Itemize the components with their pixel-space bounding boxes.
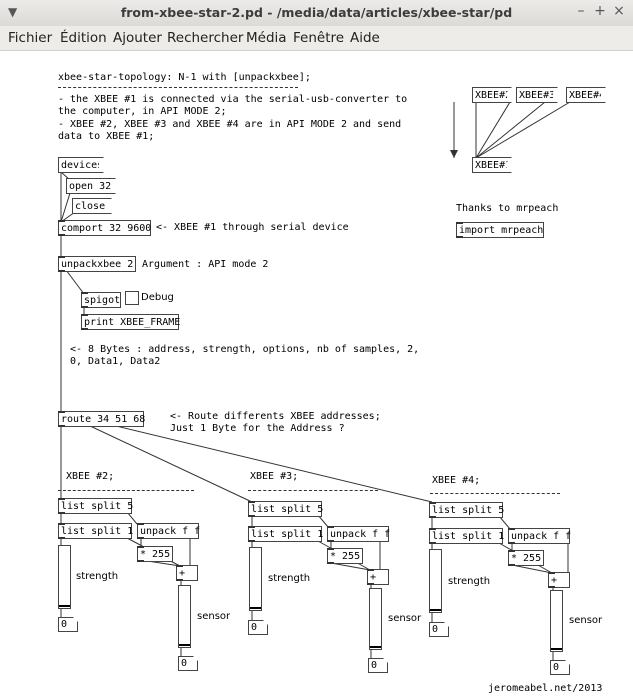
strength-slider[interactable] bbox=[429, 549, 442, 613]
strength-number[interactable]: 0 bbox=[58, 617, 78, 632]
strength-slider[interactable] bbox=[58, 545, 71, 609]
comport-object[interactable]: comport 32 9600 bbox=[58, 220, 151, 236]
list-split-1-object[interactable]: list split 1 bbox=[58, 523, 133, 539]
sensor-label: sensor bbox=[197, 611, 231, 622]
route-object[interactable]: route 34 51 68 bbox=[58, 411, 145, 427]
sensor-slider[interactable] bbox=[550, 590, 563, 652]
mul-255-object[interactable]: * 255 bbox=[327, 548, 363, 564]
minimize-button[interactable]: – bbox=[577, 3, 585, 19]
label-xbee3: XBEE #3; bbox=[250, 471, 299, 482]
maximize-button[interactable]: + bbox=[594, 3, 606, 19]
sensor-number[interactable]: 0 bbox=[178, 656, 198, 671]
mul-255-object[interactable]: * 255 bbox=[137, 546, 173, 562]
list-split-5-object[interactable]: list split 5 bbox=[248, 501, 323, 517]
strength-label: strength bbox=[448, 576, 491, 587]
strength-label: strength bbox=[268, 573, 311, 584]
debug-label: Debug bbox=[141, 292, 174, 303]
menu-bar: Fichier Édition Ajouter Rechercher Média… bbox=[0, 26, 633, 51]
open-message[interactable]: open 32 bbox=[66, 178, 116, 194]
unpackxbee-object[interactable]: unpackxbee 2 bbox=[58, 256, 136, 272]
comment-bytes-1: <- 8 Bytes : address, strength, options,… bbox=[70, 344, 420, 355]
menu-edition[interactable]: Édition bbox=[60, 30, 107, 46]
comment-route-1: <- Route differents XBEE addresses; bbox=[170, 411, 381, 422]
comment-desc-2: the computer, in API MODE 2; bbox=[58, 106, 227, 117]
label-xbee2: XBEE #2; bbox=[66, 471, 115, 482]
strength-label: strength bbox=[76, 571, 119, 582]
divider-xbee4 bbox=[430, 493, 560, 494]
plus-object[interactable]: + bbox=[176, 565, 198, 581]
comment-credit: jeromeabel.net/2013 bbox=[488, 683, 603, 694]
list-split-5-object[interactable]: list split 5 bbox=[429, 502, 504, 518]
comment-divider bbox=[58, 87, 298, 88]
comment-route-2: Just 1 Byte for the Address ? bbox=[170, 423, 345, 434]
node-xbee4[interactable]: XBEE#4 bbox=[566, 87, 606, 103]
comment-header: xbee-star-topology: N-1 with [unpackxbee… bbox=[58, 72, 311, 83]
sensor-slider[interactable] bbox=[369, 588, 382, 650]
label-xbee4: XBEE #4; bbox=[432, 475, 481, 486]
list-split-1-object[interactable]: list split 1 bbox=[429, 528, 504, 544]
comment-thanks: Thanks to mrpeach bbox=[456, 203, 559, 214]
debug-toggle[interactable] bbox=[125, 291, 139, 305]
mul-255-object[interactable]: * 255 bbox=[508, 550, 544, 566]
list-split-5-object[interactable]: list split 5 bbox=[58, 498, 133, 514]
close-message[interactable]: close bbox=[72, 198, 112, 214]
sensor-number[interactable]: 0 bbox=[368, 658, 388, 673]
arrow-down-icon bbox=[450, 150, 458, 158]
node-xbee3[interactable]: XBEE#3 bbox=[516, 87, 558, 103]
strength-slider[interactable] bbox=[249, 547, 262, 611]
comment-bytes-2: 0, Data1, Data2 bbox=[70, 356, 161, 367]
patch-canvas[interactable] bbox=[0, 51, 633, 700]
plus-object[interactable]: + bbox=[367, 569, 389, 585]
comment-desc-3: - XBEE #2, XBEE #3 and XBEE #4 are in AP… bbox=[58, 119, 402, 130]
sensor-slider[interactable] bbox=[178, 585, 191, 648]
sensor-label: sensor bbox=[569, 615, 603, 626]
strength-number[interactable]: 0 bbox=[248, 620, 268, 635]
menu-media[interactable]: Média bbox=[246, 30, 287, 46]
comment-comport: <- XBEE #1 through serial device bbox=[156, 222, 349, 233]
import-mrpeach-object[interactable]: import mrpeach bbox=[456, 222, 544, 238]
strength-number[interactable]: 0 bbox=[429, 622, 449, 637]
title-bar: ▼ from-xbee-star-2.pd - /media/data/arti… bbox=[0, 0, 633, 27]
window-title: from-xbee-star-2.pd - /media/data/articl… bbox=[120, 5, 513, 20]
comment-desc-1: - the XBEE #1 is connected via the seria… bbox=[58, 94, 408, 105]
node-xbee2[interactable]: XBEE#2 bbox=[472, 87, 512, 103]
unpack-ff-object[interactable]: unpack f f bbox=[137, 523, 200, 539]
unpack-ff-object[interactable]: unpack f f bbox=[327, 526, 390, 542]
list-split-1-object[interactable]: list split 1 bbox=[248, 526, 323, 542]
close-button[interactable]: × bbox=[613, 3, 625, 19]
menu-rechercher[interactable]: Rechercher bbox=[167, 30, 244, 46]
window-menu-icon[interactable]: ▼ bbox=[8, 5, 18, 19]
comment-desc-4: data to XBEE #1; bbox=[58, 131, 155, 142]
comment-unpack: Argument : API mode 2 bbox=[142, 259, 269, 270]
spigot-object[interactable]: spigot bbox=[81, 292, 121, 308]
menu-ajouter[interactable]: Ajouter bbox=[113, 30, 162, 46]
sensor-label: sensor bbox=[388, 613, 422, 624]
divider-xbee2 bbox=[58, 490, 194, 491]
divider-xbee3 bbox=[248, 490, 378, 491]
menu-aide[interactable]: Aide bbox=[350, 30, 380, 46]
menu-fenetre[interactable]: Fenêtre bbox=[293, 30, 345, 46]
plus-object[interactable]: + bbox=[548, 572, 570, 588]
devices-message[interactable]: devices bbox=[58, 157, 104, 173]
unpack-ff-object[interactable]: unpack f f bbox=[508, 528, 571, 544]
print-object[interactable]: print XBEE_FRAME bbox=[81, 314, 180, 330]
node-xbee1[interactable]: XBEE#1 bbox=[472, 157, 512, 173]
sensor-number[interactable]: 0 bbox=[550, 660, 570, 675]
menu-fichier[interactable]: Fichier bbox=[8, 30, 53, 46]
